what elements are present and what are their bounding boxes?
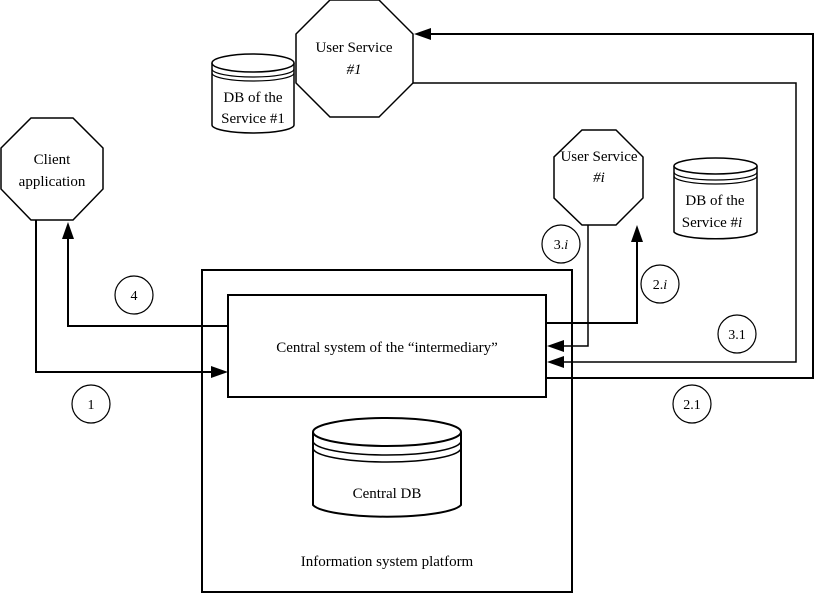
db-service-1[interactable]: DB of the Service #1 [211,53,295,134]
connector-step-1 [35,220,214,373]
step-badge-3-1: 3.1 [717,314,757,354]
db-service-i-line1: DB of the [685,193,745,209]
step-badge-2i: 2.i [640,264,680,304]
db-service-i-line2-text: Service # [682,215,739,231]
arrowhead-step-3-1 [547,356,564,368]
user-service-i-line2: #i [593,170,605,186]
user-service-i-line1: User Service [560,149,637,165]
db-service-i[interactable]: DB of the Service #i [673,157,758,240]
svg-text:3.i: 3.i [554,238,569,253]
arrowhead-step-3i [547,340,564,352]
step-badge-1: 1 [71,384,111,424]
platform-label: Information system platform [301,554,474,570]
svg-text:2.i: 2.i [653,278,668,293]
step-badge-3i: 3.i [541,224,581,264]
user-service-i[interactable]: User Service #i [553,129,644,226]
connector-step-2i [546,240,638,324]
db-service-1-line2: Service #1 [221,111,285,127]
central-system-label: Central system of the “intermediary” [276,340,498,356]
central-system-box[interactable] [227,294,547,398]
db-service-i-line2: Service #i [682,215,742,231]
svg-text:2.1: 2.1 [683,398,701,413]
svg-text:3.1: 3.1 [728,328,746,343]
db-service-i-line2-italic: i [738,215,742,231]
connector-step-4 [67,236,228,327]
svg-text:1: 1 [88,398,95,413]
client-label-line2: application [19,174,86,190]
central-db[interactable]: Central DB [312,417,462,518]
step-badge-4: 4 [114,275,154,315]
connector-step-2-1 [428,33,814,379]
step-badge-2-1: 2.1 [672,384,712,424]
client-label-line1: Client [34,152,71,168]
user-service-1-line1: User Service [315,40,392,56]
db-service-1-line1: DB of the [223,90,283,106]
arrowhead-step-2i [631,225,643,242]
central-db-label: Central DB [353,486,422,502]
arrowhead-step-2-1 [414,28,431,40]
client-application[interactable]: Client application [0,117,104,221]
arrowhead-step-1 [211,366,228,378]
svg-text:4: 4 [131,289,138,304]
user-service-1[interactable]: User Service #1 [295,0,414,118]
arrowhead-step-4 [62,222,74,239]
user-service-1-line2: #1 [347,62,362,78]
connector-step-3i [560,225,589,347]
connector-step-3-1 [413,82,797,363]
